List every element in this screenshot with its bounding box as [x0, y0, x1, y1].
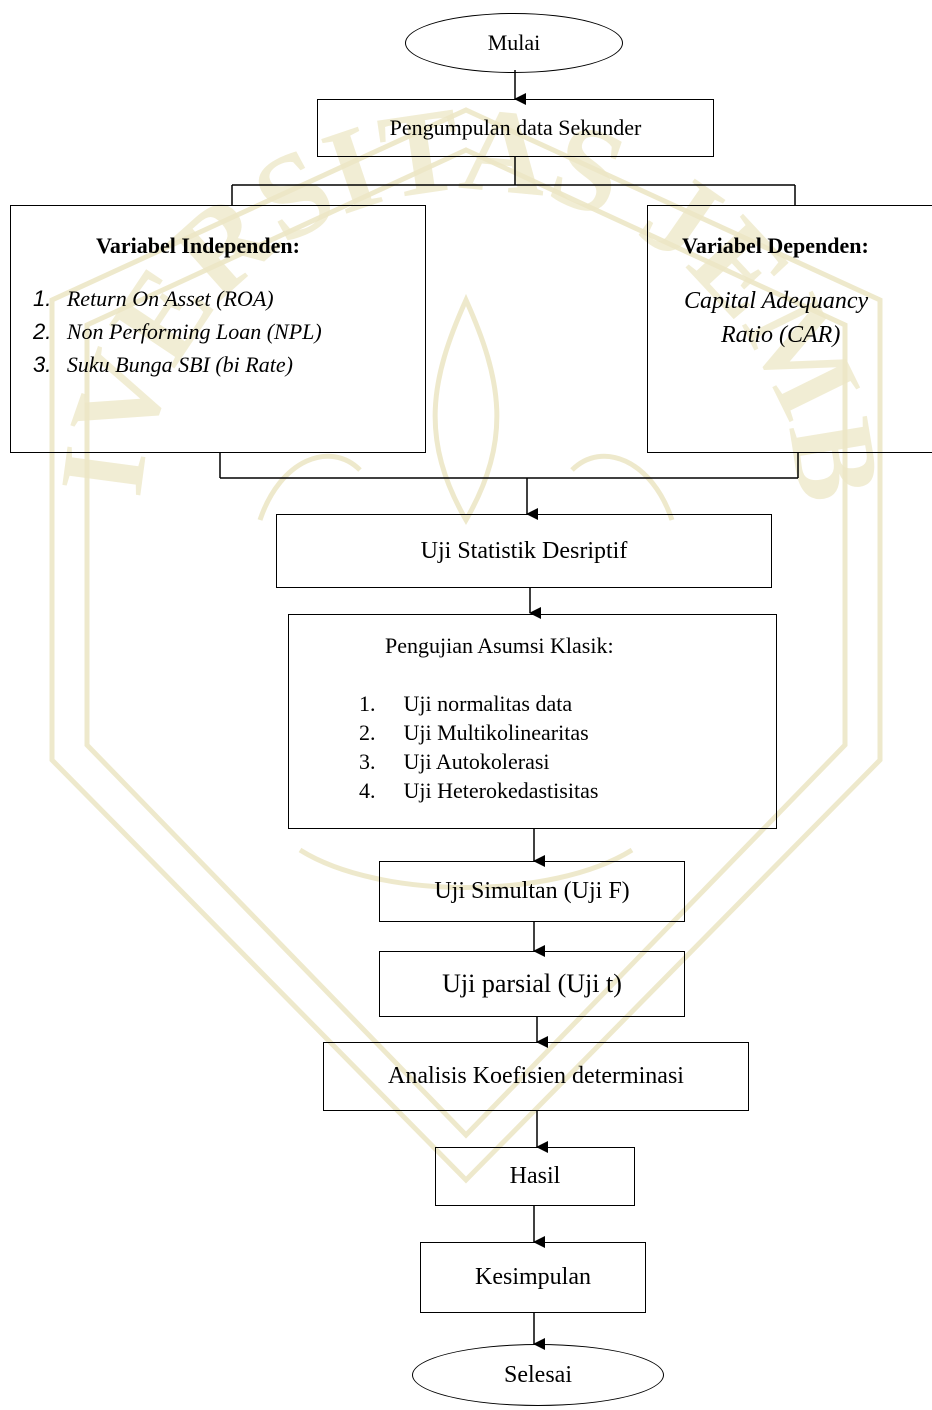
- dependent-title: Variabel Dependen:: [682, 233, 869, 258]
- independent-item-2: 2. Non Performing Loan (NPL): [33, 319, 322, 344]
- simultaneous-test-box: Uji Simultan (Uji F): [379, 861, 685, 922]
- classic-item-4: 4.Uji Heterokedastisitas: [359, 778, 599, 803]
- result-label: Hasil: [509, 1163, 561, 1189]
- determination-analysis-label: Analisis Koefisien determinasi: [388, 1063, 684, 1089]
- independent-item-1: 1. Return On Asset (ROA): [33, 286, 274, 311]
- start-terminal: Mulai: [405, 13, 623, 73]
- result-box: Hasil: [435, 1147, 635, 1206]
- dependent-line-2: Ratio (CAR): [721, 322, 841, 348]
- dependent-line-1: Capital Adequancy: [684, 288, 869, 314]
- data-collection-label: Pengumpulan data Sekunder: [389, 115, 642, 140]
- descriptive-stats-box: Uji Statistik Desriptif: [276, 514, 772, 588]
- descriptive-stats-label: Uji Statistik Desriptif: [420, 537, 628, 564]
- independent-title: Variabel Independen:: [96, 233, 300, 258]
- classic-assumption-box: Pengujian Asumsi Klasik: 1.Uji normalita…: [288, 614, 777, 829]
- classic-item-3: 3.Uji Autokolerasi: [359, 749, 550, 774]
- dependent-variable-box: Variabel Dependen: Capital Adequancy Rat…: [647, 205, 932, 453]
- end-terminal: Selesai: [412, 1344, 664, 1406]
- partial-test-label: Uji parsial (Uji t): [442, 969, 622, 998]
- partial-test-box: Uji parsial (Uji t): [379, 951, 685, 1017]
- classic-item-1: 1.Uji normalitas data: [359, 691, 573, 716]
- classic-title: Pengujian Asumsi Klasik:: [385, 633, 614, 658]
- end-label: Selesai: [504, 1361, 572, 1388]
- data-collection-box: Pengumpulan data Sekunder: [317, 99, 714, 157]
- independent-variables-box: Variabel Independen: 1. Return On Asset …: [10, 205, 426, 453]
- conclusion-box: Kesimpulan: [420, 1242, 646, 1313]
- conclusion-label: Kesimpulan: [475, 1264, 591, 1290]
- determination-analysis-box: Analisis Koefisien determinasi: [323, 1042, 749, 1111]
- start-label: Mulai: [487, 30, 541, 55]
- simultaneous-test-label: Uji Simultan (Uji F): [434, 878, 630, 904]
- independent-item-3: 3. Suku Bunga SBI (bi Rate): [33, 352, 293, 377]
- classic-item-2: 2.Uji Multikolinearitas: [359, 720, 589, 745]
